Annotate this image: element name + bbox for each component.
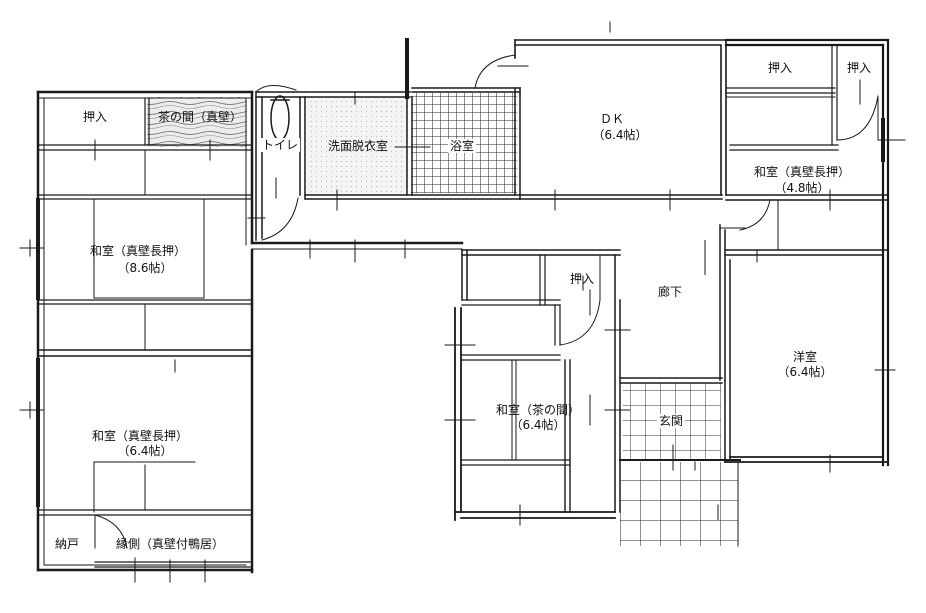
room-label-oshiire-ne2: 押入 (846, 61, 872, 75)
room-size-youshitsu: （6.4帖） (777, 365, 833, 379)
room-label-chanoma-tokonoma: 茶の間（真壁） (157, 110, 243, 124)
room-size-washitsu-west1: （8.6帖） (117, 261, 173, 275)
room-size-washitsu-ne: （4.8帖） (774, 181, 830, 195)
room-label-rouka: 廊下 (657, 285, 683, 299)
entrance-porch-tile (620, 462, 738, 546)
room-label-oshiire-ne1: 押入 (767, 61, 793, 75)
tokonoma-wood (147, 97, 247, 147)
room-label-washroom: 洗面脱衣室 (327, 139, 389, 153)
room-size-washitsu-west2: （6.4帖） (117, 444, 173, 458)
room-label-washitsu-ne: 和室（真壁長押） (753, 165, 851, 179)
room-size-dk: （6.4帖） (592, 128, 648, 142)
room-label-bath: 浴室 (447, 139, 477, 153)
room-label-washitsu-center: 和室（茶の間） (495, 403, 581, 417)
room-label-nando: 納戸 (54, 537, 80, 551)
room-label-oshiire-center: 押入 (569, 272, 595, 286)
room-label-engawa: 縁側（真壁付鴨居） (115, 537, 225, 551)
room-label-dk: ＤＫ (599, 112, 625, 126)
room-size-washitsu-center: （6.4帖） (510, 418, 566, 432)
room-label-washitsu-west2: 和室（真壁長押） (91, 429, 189, 443)
room-label-youshitsu: 洋室 (792, 350, 818, 364)
room-label-genkan: 玄関 (656, 414, 686, 428)
washroom-floor (307, 97, 407, 195)
room-label-oshiire-west: 押入 (82, 110, 108, 124)
room-label-toilet: トイレ (259, 138, 301, 152)
room-label-washitsu-west1: 和室（真壁長押） (89, 244, 187, 258)
